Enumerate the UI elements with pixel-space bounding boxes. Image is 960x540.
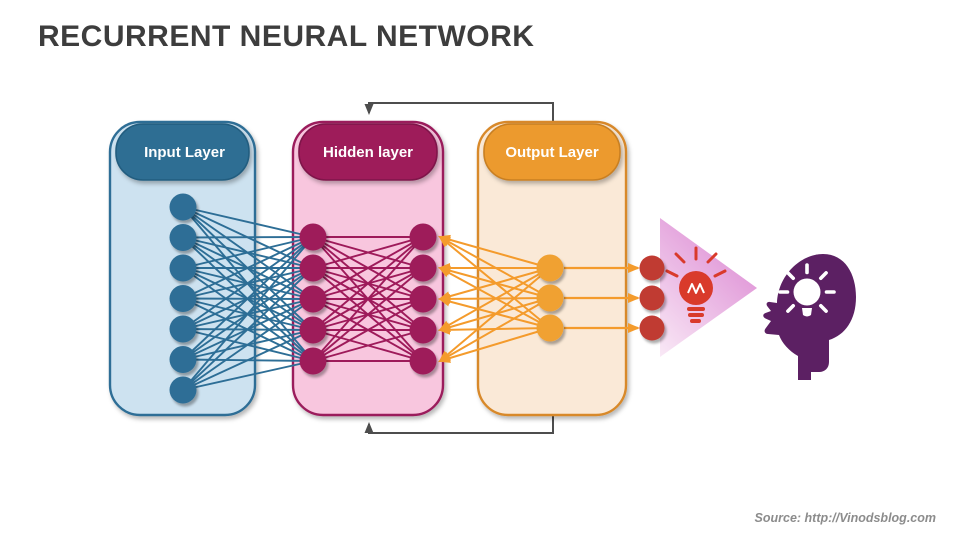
result-node [639, 315, 665, 341]
thinking-head-icon [763, 254, 856, 380]
bulb-base [688, 313, 704, 317]
hidden-node [299, 316, 327, 344]
head-bulb-base [802, 308, 812, 317]
input-node [169, 193, 197, 221]
output-layer-label: Output Layer [505, 144, 599, 161]
input-hidden-link [182, 236, 314, 361]
hidden-node [409, 223, 437, 251]
result-node [639, 255, 665, 281]
input-layer-header [115, 123, 250, 181]
bulb-filament [687, 283, 705, 294]
head-path [763, 254, 856, 380]
hidden-hidden-link [312, 236, 424, 362]
output-hidden-arrow [438, 324, 551, 335]
hidden-node [409, 347, 437, 375]
output-hidden-arrow [438, 296, 551, 329]
hidden-node [299, 254, 327, 282]
output-hidden-arrow [438, 234, 551, 269]
bulb-ray [713, 269, 727, 278]
input-hidden-link [182, 298, 314, 391]
input-node [169, 346, 197, 373]
network-connections [182, 206, 640, 391]
hidden-node [409, 316, 437, 344]
output-hidden-arrow [438, 267, 551, 329]
head-bulb-ray [818, 303, 828, 313]
output-node [536, 284, 564, 312]
head-silhouette [763, 254, 856, 380]
input-node [169, 376, 197, 404]
bulb-glass [679, 271, 713, 305]
layer-headers: Input Layer Hidden layer Output Layer [144, 144, 599, 161]
head-bulb-ray [818, 271, 828, 281]
bulb-base [687, 307, 705, 311]
hidden-node [409, 254, 437, 282]
input-hidden-link [182, 236, 314, 330]
input-hidden-link [182, 360, 314, 391]
input-node [169, 315, 197, 343]
input-hidden-link [182, 206, 314, 238]
input-node [169, 285, 197, 312]
hidden-node [299, 285, 327, 313]
output-hidden-arrow [438, 327, 551, 363]
hidden-layer-label: Hidden layer [323, 144, 413, 161]
input-hidden-link [182, 236, 314, 391]
input-hidden-link [182, 267, 314, 391]
output-node [536, 314, 564, 342]
output-hidden-arrow [438, 236, 551, 299]
hidden-hidden-link [312, 298, 424, 362]
hidden-hidden-link [312, 236, 424, 300]
source-credit: Source: http://Vinodsblog.com [754, 511, 936, 525]
output-node [536, 254, 564, 282]
bulb-ray [674, 252, 686, 264]
input-hidden-link [182, 236, 314, 269]
head-bulb-ray [786, 303, 796, 313]
input-node [169, 254, 197, 282]
feedback-loop-arrows [364, 102, 554, 434]
result-node [639, 285, 665, 311]
feedback-arrow-top [364, 102, 554, 126]
hidden-hidden-link [312, 267, 424, 362]
hidden-node [409, 285, 437, 313]
head-bulb-ray [786, 271, 796, 281]
hidden-hidden-link [312, 236, 424, 331]
bulb-ray [665, 269, 679, 278]
input-hidden-link [182, 236, 314, 300]
input-layer-label: Input Layer [144, 144, 225, 161]
input-node [169, 224, 197, 251]
hidden-layer-header [298, 123, 438, 181]
network-nodes [169, 193, 665, 404]
page-title: RECURRENT NEURAL NETWORK [38, 20, 535, 53]
hidden-node [299, 223, 327, 251]
output-hidden-arrow [438, 235, 551, 329]
hidden-node [299, 347, 327, 375]
feedback-arrow-bottom [364, 412, 554, 434]
idea-bulb-icon [665, 246, 727, 323]
input-hidden-link [182, 329, 314, 391]
output-layer-header [483, 123, 621, 181]
hidden-hidden-link [312, 329, 424, 362]
hidden-hidden-link [312, 236, 424, 269]
head-bulb-glass [793, 278, 821, 306]
red-bulb-icon [665, 246, 727, 323]
bulb-base [690, 319, 701, 323]
input-hidden-link [182, 236, 314, 239]
bulb-ray [706, 252, 718, 264]
